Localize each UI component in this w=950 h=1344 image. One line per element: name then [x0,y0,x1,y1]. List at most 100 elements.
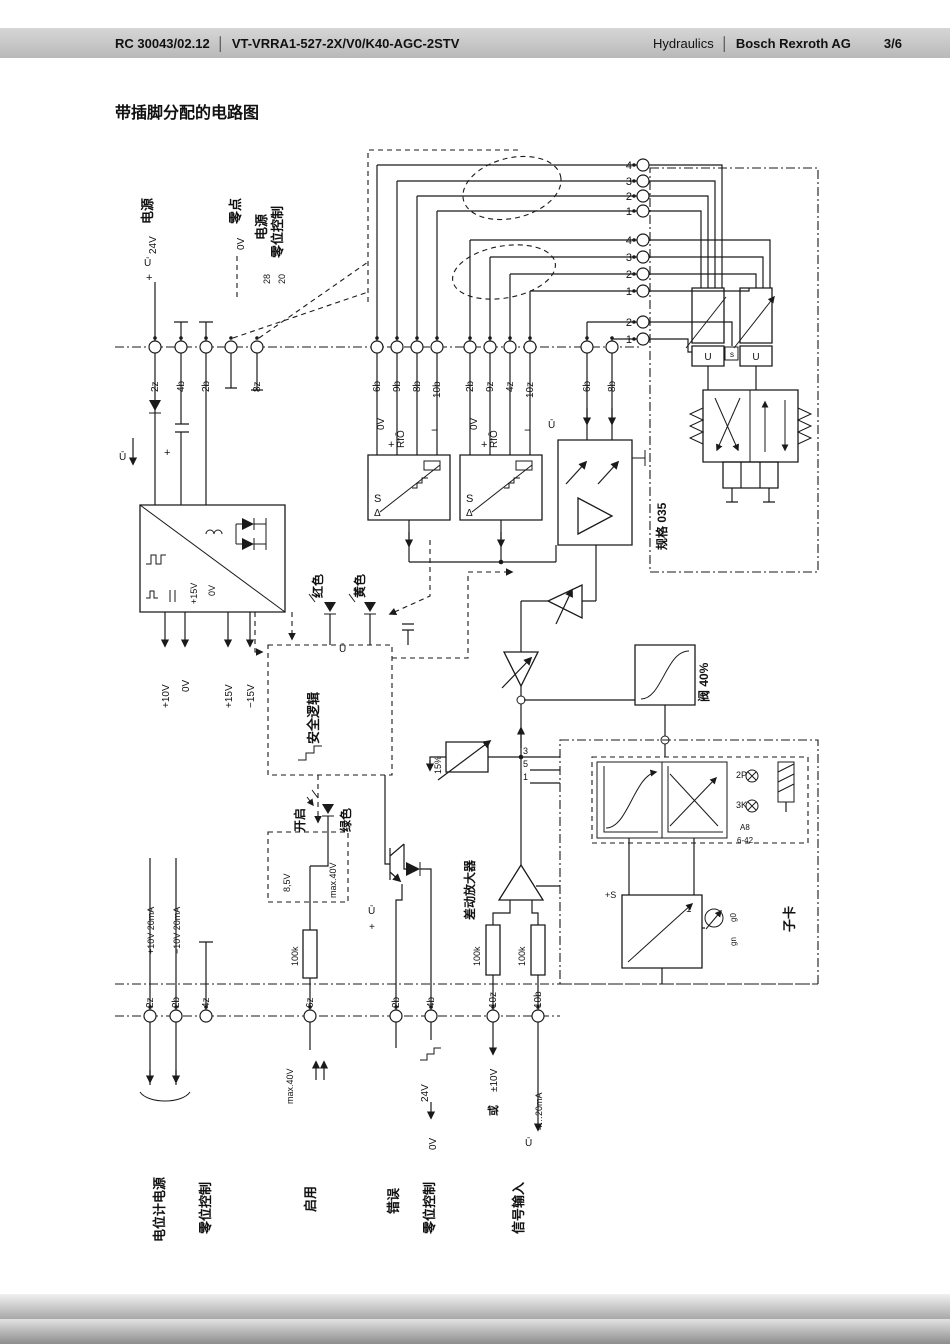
psu-0v-int: 0V [207,585,217,596]
footer-bar-1 [0,1294,950,1319]
label-zero-ctrl-right: 零位控制 [422,1182,437,1235]
differential-amplifier-symbol [499,865,543,900]
label-wire-20: 20 [277,274,287,284]
ramp-generator-2 [460,455,542,520]
connector-dot [508,336,512,340]
connector-dot [148,1005,152,1009]
pin-top-1: 2z [150,381,161,392]
connector-pin [637,333,649,345]
model-code: VT-VRRA1-527-2X/V0/K40-AGC-2STV [231,35,460,51]
variable-gain-2 [504,652,538,686]
connector-dot [585,336,589,340]
valve-assembly-boundary [650,168,818,572]
wires [133,165,786,1116]
ramp1-delta: Δ [374,508,381,519]
psu-out-4: −15V [246,684,257,708]
page-header-bar: RC 30043/02.12 │ VT-VRRA1-527-2X/V0/K40-… [0,28,950,58]
pin-top-4: 8z [252,381,263,392]
spool-sensor-box [725,347,738,360]
connector-pin [606,341,618,353]
err-u: Ū [368,905,375,917]
psu-15v-int: +15V [189,583,199,604]
connector-pin [144,1010,156,1022]
connector-dot [632,209,636,213]
characteristic-block-frame [592,757,808,843]
label-led-u: Ū [339,643,346,655]
pin-top-13: 6b [582,380,593,392]
connector-pin [484,341,496,353]
plug-pin-b1: 1 [626,286,632,298]
dashed-links [233,147,808,902]
label-zero-ctrl-supply-line1: 零位控制 [270,206,285,259]
cable-shield-1 [456,147,568,229]
connector-dot [429,1005,433,1009]
section-name: Hydraulics [653,35,714,51]
solenoid2-u: U [752,352,759,363]
curve-block-b [662,762,727,838]
label-0v-zero: 0V [236,237,247,250]
indicators [307,588,420,876]
enable-range: max.40V [285,1068,295,1104]
zero-potentiometer [446,742,488,772]
label-pot-supply: 电位计电源 [152,1177,167,1242]
plug-pin-c2: 2 [626,317,632,329]
valve-springs [690,408,811,444]
plug-pin-b4: 4 [626,235,632,247]
connector-dot [632,194,636,198]
connector-pin [390,1010,402,1022]
plug-pin-a2: 2 [626,191,632,203]
connector-pin [581,341,593,353]
feedback-module-boundary [560,740,818,984]
pin-top-9: 2b [465,380,476,392]
connector-dot [415,336,419,340]
plug-pin-b2: 2 [626,269,632,281]
connector-dot [204,336,208,340]
label-24v: 24V [148,236,159,254]
pot-15pct: 15% [433,756,443,774]
r1-gain-1: 1 [686,904,692,915]
ramp1-minus: − [431,423,438,437]
input-resistor-1 [486,925,500,975]
r1-2p: 2P [736,770,747,780]
connector-dot [632,272,636,276]
res-in2-100k: 100k [517,946,527,966]
connector-pin [637,316,649,328]
pin-bot-3: 4z [201,997,212,1008]
connector-pin [504,341,516,353]
connector-dot [394,1005,398,1009]
label-plus-top: + [146,272,152,284]
plug-pin-a3: 3 [626,176,632,188]
input-u: Ū [525,1137,532,1149]
label-valve-40pct: 阀 40% [697,662,711,702]
label-u-bar-top: Ū [144,257,151,269]
signal-arrows [128,408,620,1132]
label-led-on: 开启 [292,808,307,832]
input-resistor-2 [531,925,545,975]
connector-pin [225,341,237,353]
valve-characteristic-block [635,645,695,705]
connector-pin [637,251,649,263]
connector-pin [170,1010,182,1022]
connector-pin [637,268,649,280]
connector-dot [204,1005,208,1009]
connector-pin [637,285,649,297]
adjust-potentiometer [705,909,723,927]
psu-out-1: +10V [161,684,172,708]
label-zero-ctrl-supply-line2: 电源 [254,214,269,240]
pin-bot-8: 10b [533,991,544,1008]
label-led-green: 绿色 [338,808,353,832]
connector-dot [174,1005,178,1009]
res-enable-100k: 100k [290,946,300,966]
pot-supply-v1: +10V 20mA [146,907,156,954]
connector-pin [524,341,536,353]
function-blocks [140,400,794,1101]
plug-pin-c1: 1 [626,334,632,346]
output-stage-block [558,440,632,545]
solenoid-1-u-box [692,346,724,366]
label-valve-size: 规格 035 [654,502,669,550]
ramp2-minus: − [524,423,531,437]
sensor-s: s [730,350,734,359]
connector-dot [632,179,636,183]
footer-bar-2 [0,1319,950,1344]
